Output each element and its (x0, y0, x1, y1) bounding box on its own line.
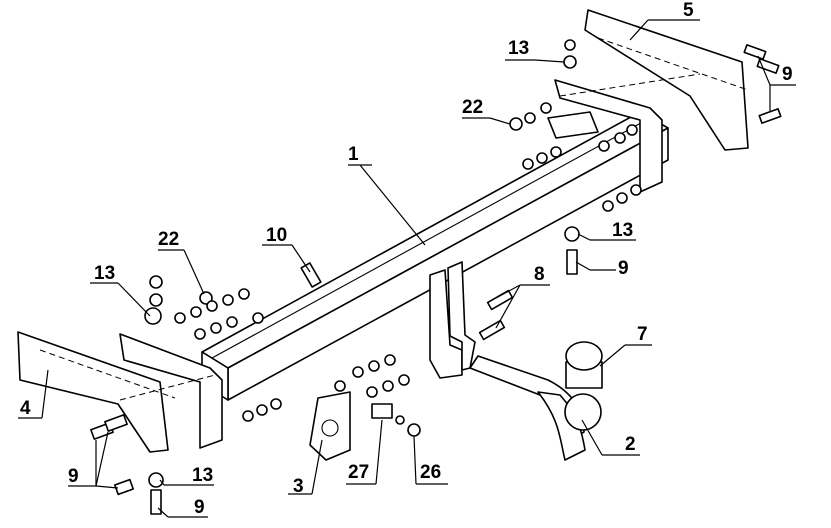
callout-13-right-top: 13 (508, 38, 529, 59)
callout-9-left-bottom: 9 (194, 497, 205, 518)
callout-2: 2 (625, 434, 636, 455)
callout-22-right: 22 (462, 97, 483, 118)
callout-9-right-bottom: 9 (618, 258, 629, 279)
callout-26: 26 (420, 462, 441, 483)
callout-5: 5 (683, 0, 694, 21)
callout-10: 10 (266, 225, 287, 246)
callout-8: 8 (534, 264, 545, 285)
callout-9-left-bolts: 9 (68, 466, 79, 487)
callout-labels: 1 2 3 4 5 7 8 9 9 9 9 10 13 13 13 13 22 … (20, 0, 793, 518)
callout-9-right-bolts: 9 (782, 64, 793, 85)
callout-13-right-bottom: 13 (612, 220, 633, 241)
callout-22-left: 22 (158, 229, 179, 250)
callout-1: 1 (348, 144, 359, 165)
leader-lines (18, 19, 796, 518)
right-side-bracket (547, 9, 749, 193)
left-side-bracket (17, 331, 223, 453)
socket-plate (309, 391, 351, 461)
callout-7: 7 (637, 324, 648, 345)
ball-mount-bracket (429, 261, 476, 379)
callout-4: 4 (20, 398, 31, 419)
tow-ball-arm (469, 341, 603, 461)
fastener-set (90, 39, 782, 515)
callout-3: 3 (293, 476, 304, 497)
callout-13-left-bottom: 13 (192, 465, 213, 486)
callout-13-left-top: 13 (94, 263, 115, 284)
callout-27: 27 (348, 462, 369, 483)
